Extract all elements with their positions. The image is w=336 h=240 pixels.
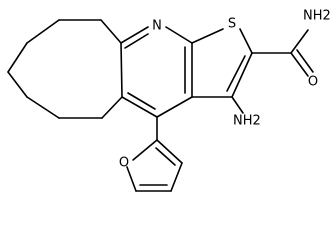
bond-fu-2 [126, 166, 137, 192]
bond-amide-n [290, 29, 309, 54]
bond-py-6 [120, 42, 123, 98]
bond-fu-1 [132, 139, 158, 161]
bond-th-3 [231, 52, 253, 98]
atom-label-furan-o: O [119, 156, 129, 171]
bond-py-5b [127, 92, 156, 110]
bond-fu-5 [156, 139, 183, 164]
bond-fu-5b [155, 147, 176, 166]
atom-labels: N S NH2 O NH2 O [119, 9, 331, 171]
bond-lines [7, 19, 314, 192]
atom-label-amino-nh2: NH2 [233, 114, 261, 129]
atom-label-amide-nh2: NH2 [303, 9, 331, 24]
bond-amino [231, 96, 244, 114]
bond-ring8-4 [7, 42, 28, 73]
bond-py-4 [156, 96, 193, 118]
bond-th-1 [191, 28, 224, 44]
bond-py-5 [121, 96, 158, 118]
bond-ring8-6 [26, 96, 60, 119]
bond-amide-o1 [290, 52, 309, 77]
bond-th-3b [226, 55, 246, 92]
bond-th-2 [239, 28, 253, 54]
bond-py-1 [120, 26, 149, 44]
chemical-structure-diagram: N S NH2 O NH2 O [7, 9, 331, 192]
bond-py-1b [124, 33, 149, 49]
bond-ring8-1 [100, 19, 122, 44]
bond-fu-4 [170, 162, 183, 192]
atom-label-thiophene-s: S [228, 17, 236, 32]
bond-ring8-3 [26, 19, 60, 44]
atom-label-amide-o: O [308, 75, 318, 90]
bond-ring8-5 [7, 71, 28, 98]
atom-label-pyridine-n: N [152, 19, 162, 34]
bond-ring8-8 [101, 96, 123, 119]
bond-amide-o2 [296, 49, 314, 73]
bond-py-2 [165, 26, 193, 44]
